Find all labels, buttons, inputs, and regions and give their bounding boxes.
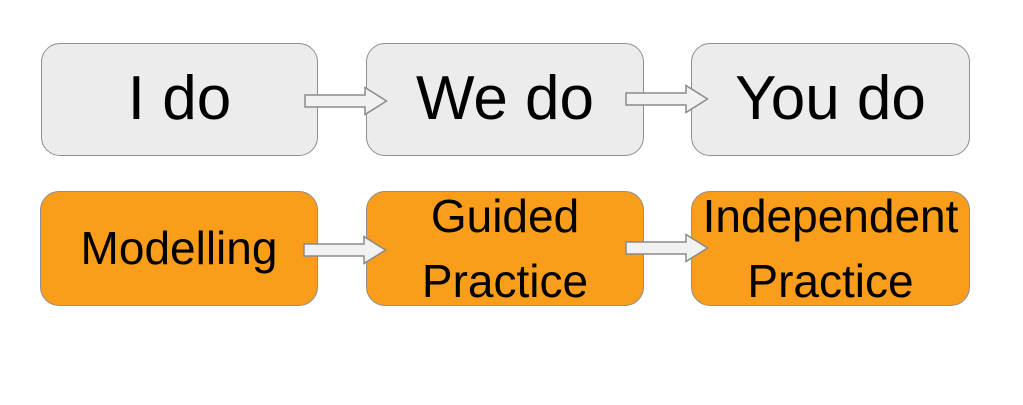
box-i-do-label: I do (127, 64, 232, 134)
box-we-do-label: We do (415, 64, 595, 134)
arrow-right-icon (625, 84, 709, 114)
arrow-right-icon (304, 86, 388, 116)
box-we-do: We do (366, 43, 644, 156)
box-independent-practice-label: Independent Practice (702, 190, 959, 307)
box-modelling: Modelling (40, 191, 318, 306)
box-you-do: You do (691, 43, 970, 156)
box-independent-practice: Independent Practice (691, 190, 970, 307)
arrow-right-icon (303, 235, 387, 265)
box-modelling-label: Modelling (80, 222, 278, 275)
box-guided-practice: Guided Practice (366, 190, 644, 307)
arrow-right-icon (625, 233, 709, 263)
box-guided-practice-label: Guided Practice (421, 190, 589, 307)
box-i-do: I do (41, 43, 318, 156)
box-you-do-label: You do (735, 64, 926, 134)
